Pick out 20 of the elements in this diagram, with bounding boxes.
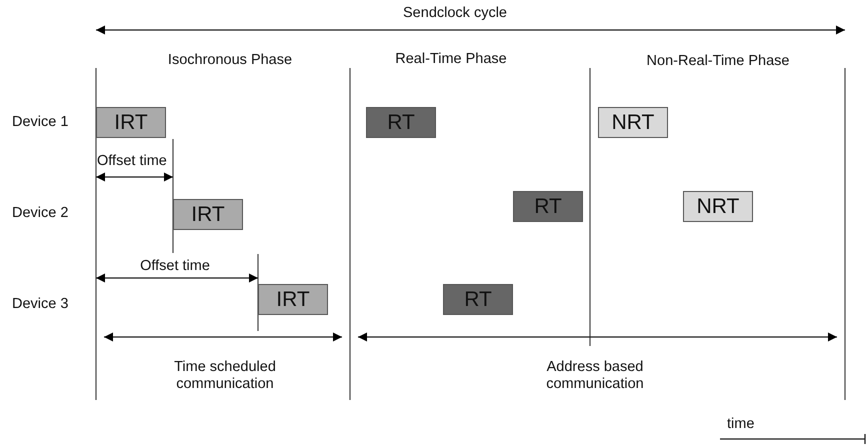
packet-block: IRT xyxy=(173,199,243,230)
cycle-label: Sendclock cycle xyxy=(403,5,507,22)
communication-label: Time scheduled communication xyxy=(173,359,277,393)
packet-block: IRT xyxy=(258,284,328,315)
axis-label: time xyxy=(727,416,754,433)
offset-label: Offset time xyxy=(140,258,210,275)
phase-title: Non-Real-Time Phase xyxy=(646,53,790,70)
packet-block: RT xyxy=(513,191,583,222)
phase-title: Real-Time Phase xyxy=(395,51,507,68)
phase-title: Isochronous Phase xyxy=(168,52,292,69)
packet-block: IRT xyxy=(96,107,166,138)
device-label: Device 2 xyxy=(12,205,68,222)
packet-block: RT xyxy=(366,107,436,138)
packet-block: RT xyxy=(443,284,513,315)
packet-block: NRT xyxy=(598,107,668,138)
device-label: Device 3 xyxy=(12,296,68,313)
communication-label: Address based communication xyxy=(545,359,645,393)
device-label: Device 1 xyxy=(12,114,68,131)
packet-block: NRT xyxy=(683,191,753,222)
offset-label: Offset time xyxy=(97,153,167,170)
